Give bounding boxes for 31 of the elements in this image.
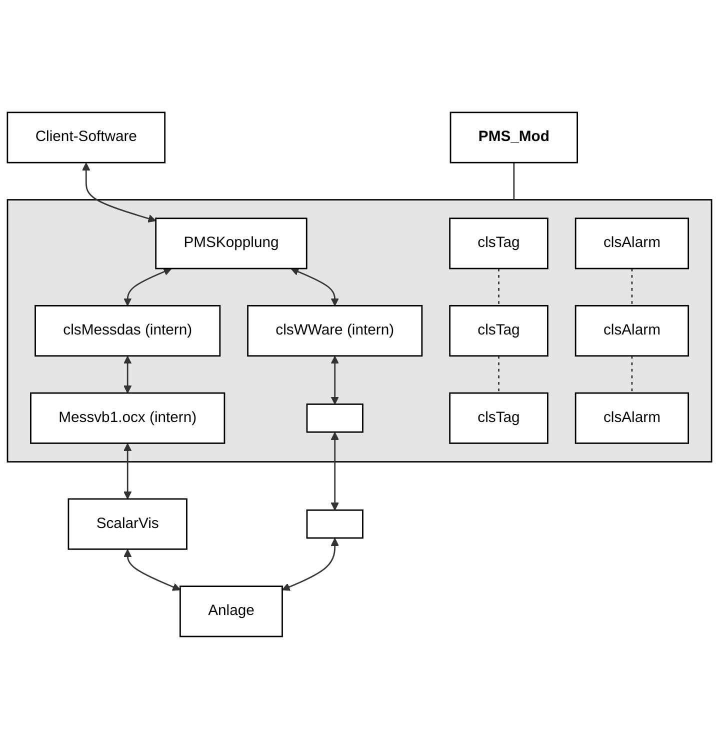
arrow bbox=[330, 355, 339, 404]
arrow bbox=[124, 548, 181, 590]
connector bbox=[498, 355, 500, 393]
connector bbox=[631, 355, 633, 393]
node-box bbox=[6, 111, 166, 163]
node-box bbox=[306, 508, 364, 538]
connector bbox=[498, 268, 500, 306]
node-box bbox=[449, 392, 548, 444]
node-box bbox=[306, 403, 364, 432]
node-box bbox=[574, 217, 690, 269]
node-box bbox=[450, 111, 578, 163]
node-box bbox=[449, 217, 548, 269]
node-box bbox=[449, 304, 548, 356]
arrow bbox=[124, 442, 132, 499]
arrow bbox=[282, 538, 339, 590]
cluster bbox=[6, 198, 712, 462]
node-box bbox=[155, 217, 308, 269]
node-box bbox=[574, 392, 690, 444]
node-box bbox=[574, 304, 690, 356]
arrow bbox=[290, 267, 339, 306]
node-box bbox=[180, 585, 283, 637]
connector bbox=[631, 268, 633, 306]
node-box bbox=[34, 304, 221, 356]
arrow bbox=[124, 267, 172, 306]
node-box bbox=[247, 304, 423, 356]
node-box bbox=[30, 392, 226, 444]
connector bbox=[513, 162, 515, 200]
arrow bbox=[330, 432, 339, 510]
arrow bbox=[82, 162, 156, 222]
arrow bbox=[124, 355, 132, 393]
node-box bbox=[68, 498, 188, 550]
